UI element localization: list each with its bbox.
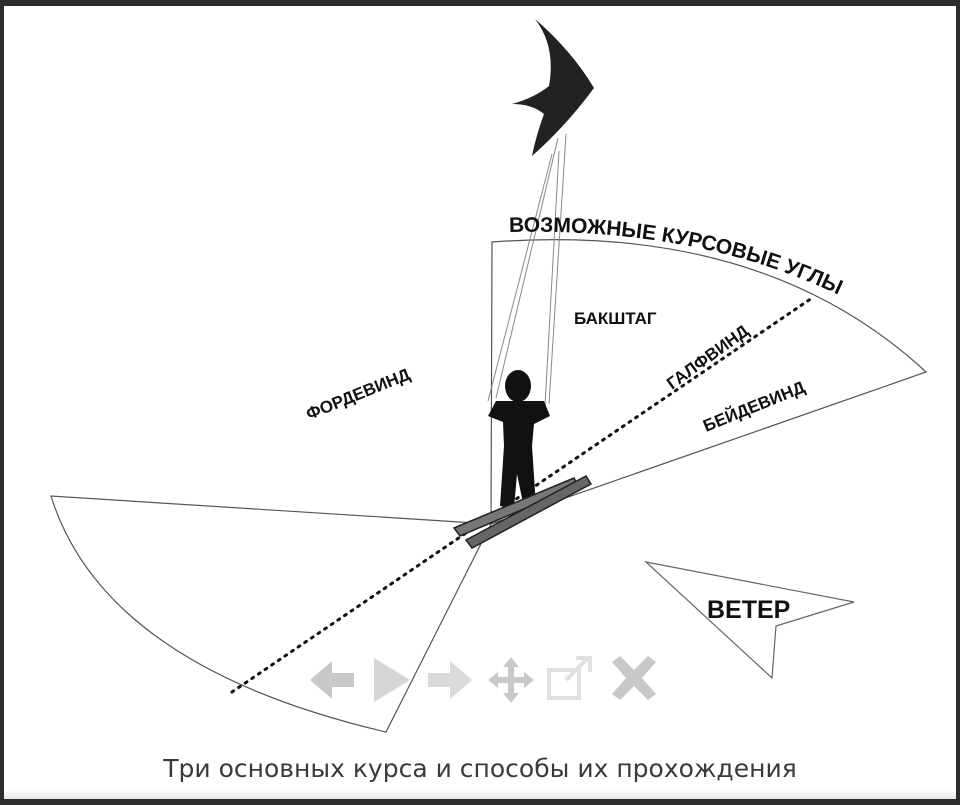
close-button[interactable] [606, 654, 661, 706]
image-caption: Три основных курса и способы их прохожде… [163, 754, 797, 783]
move-icon [488, 657, 534, 703]
label-beidewind: БЕЙДЕВИНД [700, 378, 807, 436]
label-backstag: БАКШТАГ [574, 309, 657, 328]
course-angle-sector [490, 239, 928, 525]
image-viewer-frame: ВОЗМОЖНЫЕ КУРСОВЫЕ УГЛЫ БАКШТАГ ГАЛФВИНД… [4, 6, 956, 799]
close-icon [612, 656, 656, 700]
open-external-button[interactable] [542, 654, 597, 706]
viewer-toolbar [304, 654, 661, 706]
arrow-left-icon [310, 661, 354, 699]
play-icon [374, 658, 410, 702]
label-galfwind: ГАЛФВИНД [663, 321, 752, 393]
previous-button[interactable] [304, 654, 364, 706]
wind-arrow-icon [644, 561, 855, 680]
skis-icon [452, 475, 593, 549]
next-button[interactable] [424, 654, 479, 706]
kite-lines [487, 133, 567, 407]
label-wind: ВЕТЕР [707, 596, 790, 624]
kite-icon [512, 19, 594, 156]
arrow-right-icon [428, 661, 472, 699]
label-fordewind: ФОРДЕВИНД [303, 365, 412, 424]
play-button[interactable] [366, 654, 416, 706]
kite-courses-diagram: ВОЗМОЖНЫЕ КУРСОВЫЕ УГЛЫ БАКШТАГ ГАЛФВИНД… [50, 19, 928, 733]
move-button[interactable] [486, 654, 536, 706]
external-link-icon [547, 656, 592, 700]
kiter-figure-icon [488, 370, 550, 508]
lower-sector [50, 495, 492, 733]
